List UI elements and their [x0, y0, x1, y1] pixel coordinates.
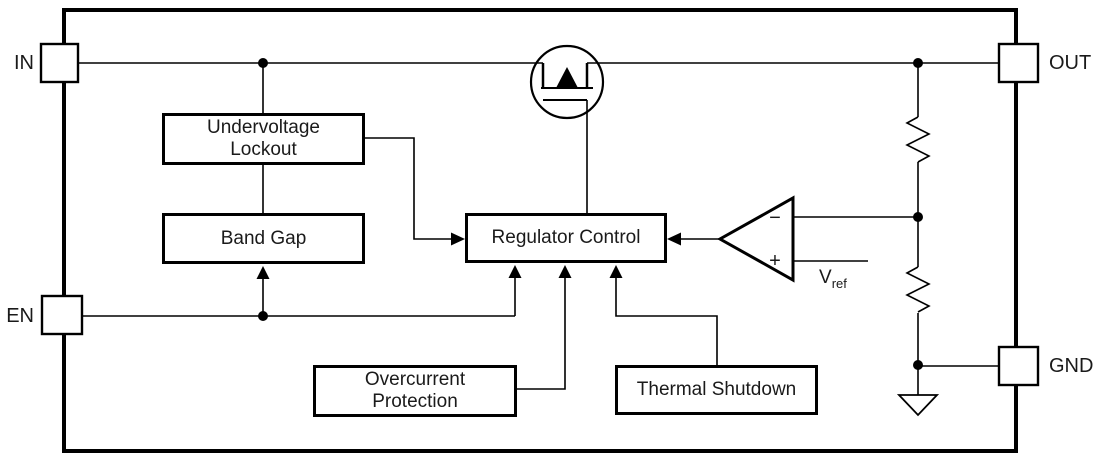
block-label: Protection	[372, 391, 458, 412]
resistor-r1	[905, 116, 931, 163]
block-label: Overcurrent	[364, 369, 466, 390]
wires	[77, 62, 999, 395]
wire-thermal-to-regctl	[615, 277, 718, 365]
pin-label-gnd: GND	[1049, 355, 1094, 377]
block-thermal-shutdown: Thermal Shutdown	[615, 365, 818, 415]
pin-square-gnd	[997, 345, 1040, 387]
vref-symbol: V	[819, 267, 832, 288]
junction-dot	[258, 311, 268, 321]
fet-body-arrow	[556, 67, 578, 88]
ground-icon	[896, 394, 940, 417]
amp-noninverting-sign: +	[769, 250, 781, 272]
wire-ocp-to-regctl	[517, 277, 566, 390]
pin-squares	[39, 42, 1040, 387]
ic-boundary	[62, 8, 1018, 453]
block-label: Thermal Shutdown	[636, 379, 797, 400]
block-regulator-control: Regulator Control	[465, 213, 667, 263]
error-amplifier-icon	[716, 195, 795, 283]
pin-square-out	[997, 42, 1040, 84]
junction-dot	[913, 212, 923, 222]
block-label: Regulator Control	[491, 227, 641, 248]
arrowhead-uvlo-regctl	[451, 232, 465, 246]
block-undervoltage-lockout: Undervoltage Lockout	[162, 113, 365, 165]
arrowhead-en-bandgap	[256, 266, 270, 279]
block-band-gap: Band Gap	[162, 213, 365, 264]
arrowhead-amp-regctl	[667, 232, 681, 246]
arrowhead-ocp-regctl	[558, 265, 572, 278]
block-overcurrent-protection: Overcurrent Protection	[313, 365, 517, 417]
pin-label-en: EN	[6, 305, 34, 327]
resistor-r2	[905, 266, 931, 313]
junction-dots	[258, 58, 923, 370]
pin-label-out: OUT	[1049, 52, 1092, 74]
block-label: Undervoltage	[206, 117, 321, 138]
junction-dot	[913, 360, 923, 370]
pass-fet-icon	[529, 44, 605, 120]
pin-square-en	[40, 294, 84, 336]
wire-uvlo-to-regctl	[364, 137, 452, 240]
amp-inverting-sign: −	[769, 207, 781, 229]
arrowhead-thermal-regctl	[609, 265, 623, 278]
junction-dot	[258, 58, 268, 68]
pin-square-in	[39, 42, 80, 84]
vref-subscript: ref	[831, 275, 847, 291]
fet-circle	[529, 44, 605, 120]
block-label: Lockout	[230, 139, 297, 160]
arrowheads	[256, 232, 681, 279]
block-label: Band Gap	[220, 227, 307, 249]
junction-dot	[913, 58, 923, 68]
vref-label: Vref	[819, 267, 847, 290]
pin-label-in: IN	[14, 52, 34, 74]
arrowhead-en-regctl	[508, 265, 522, 278]
